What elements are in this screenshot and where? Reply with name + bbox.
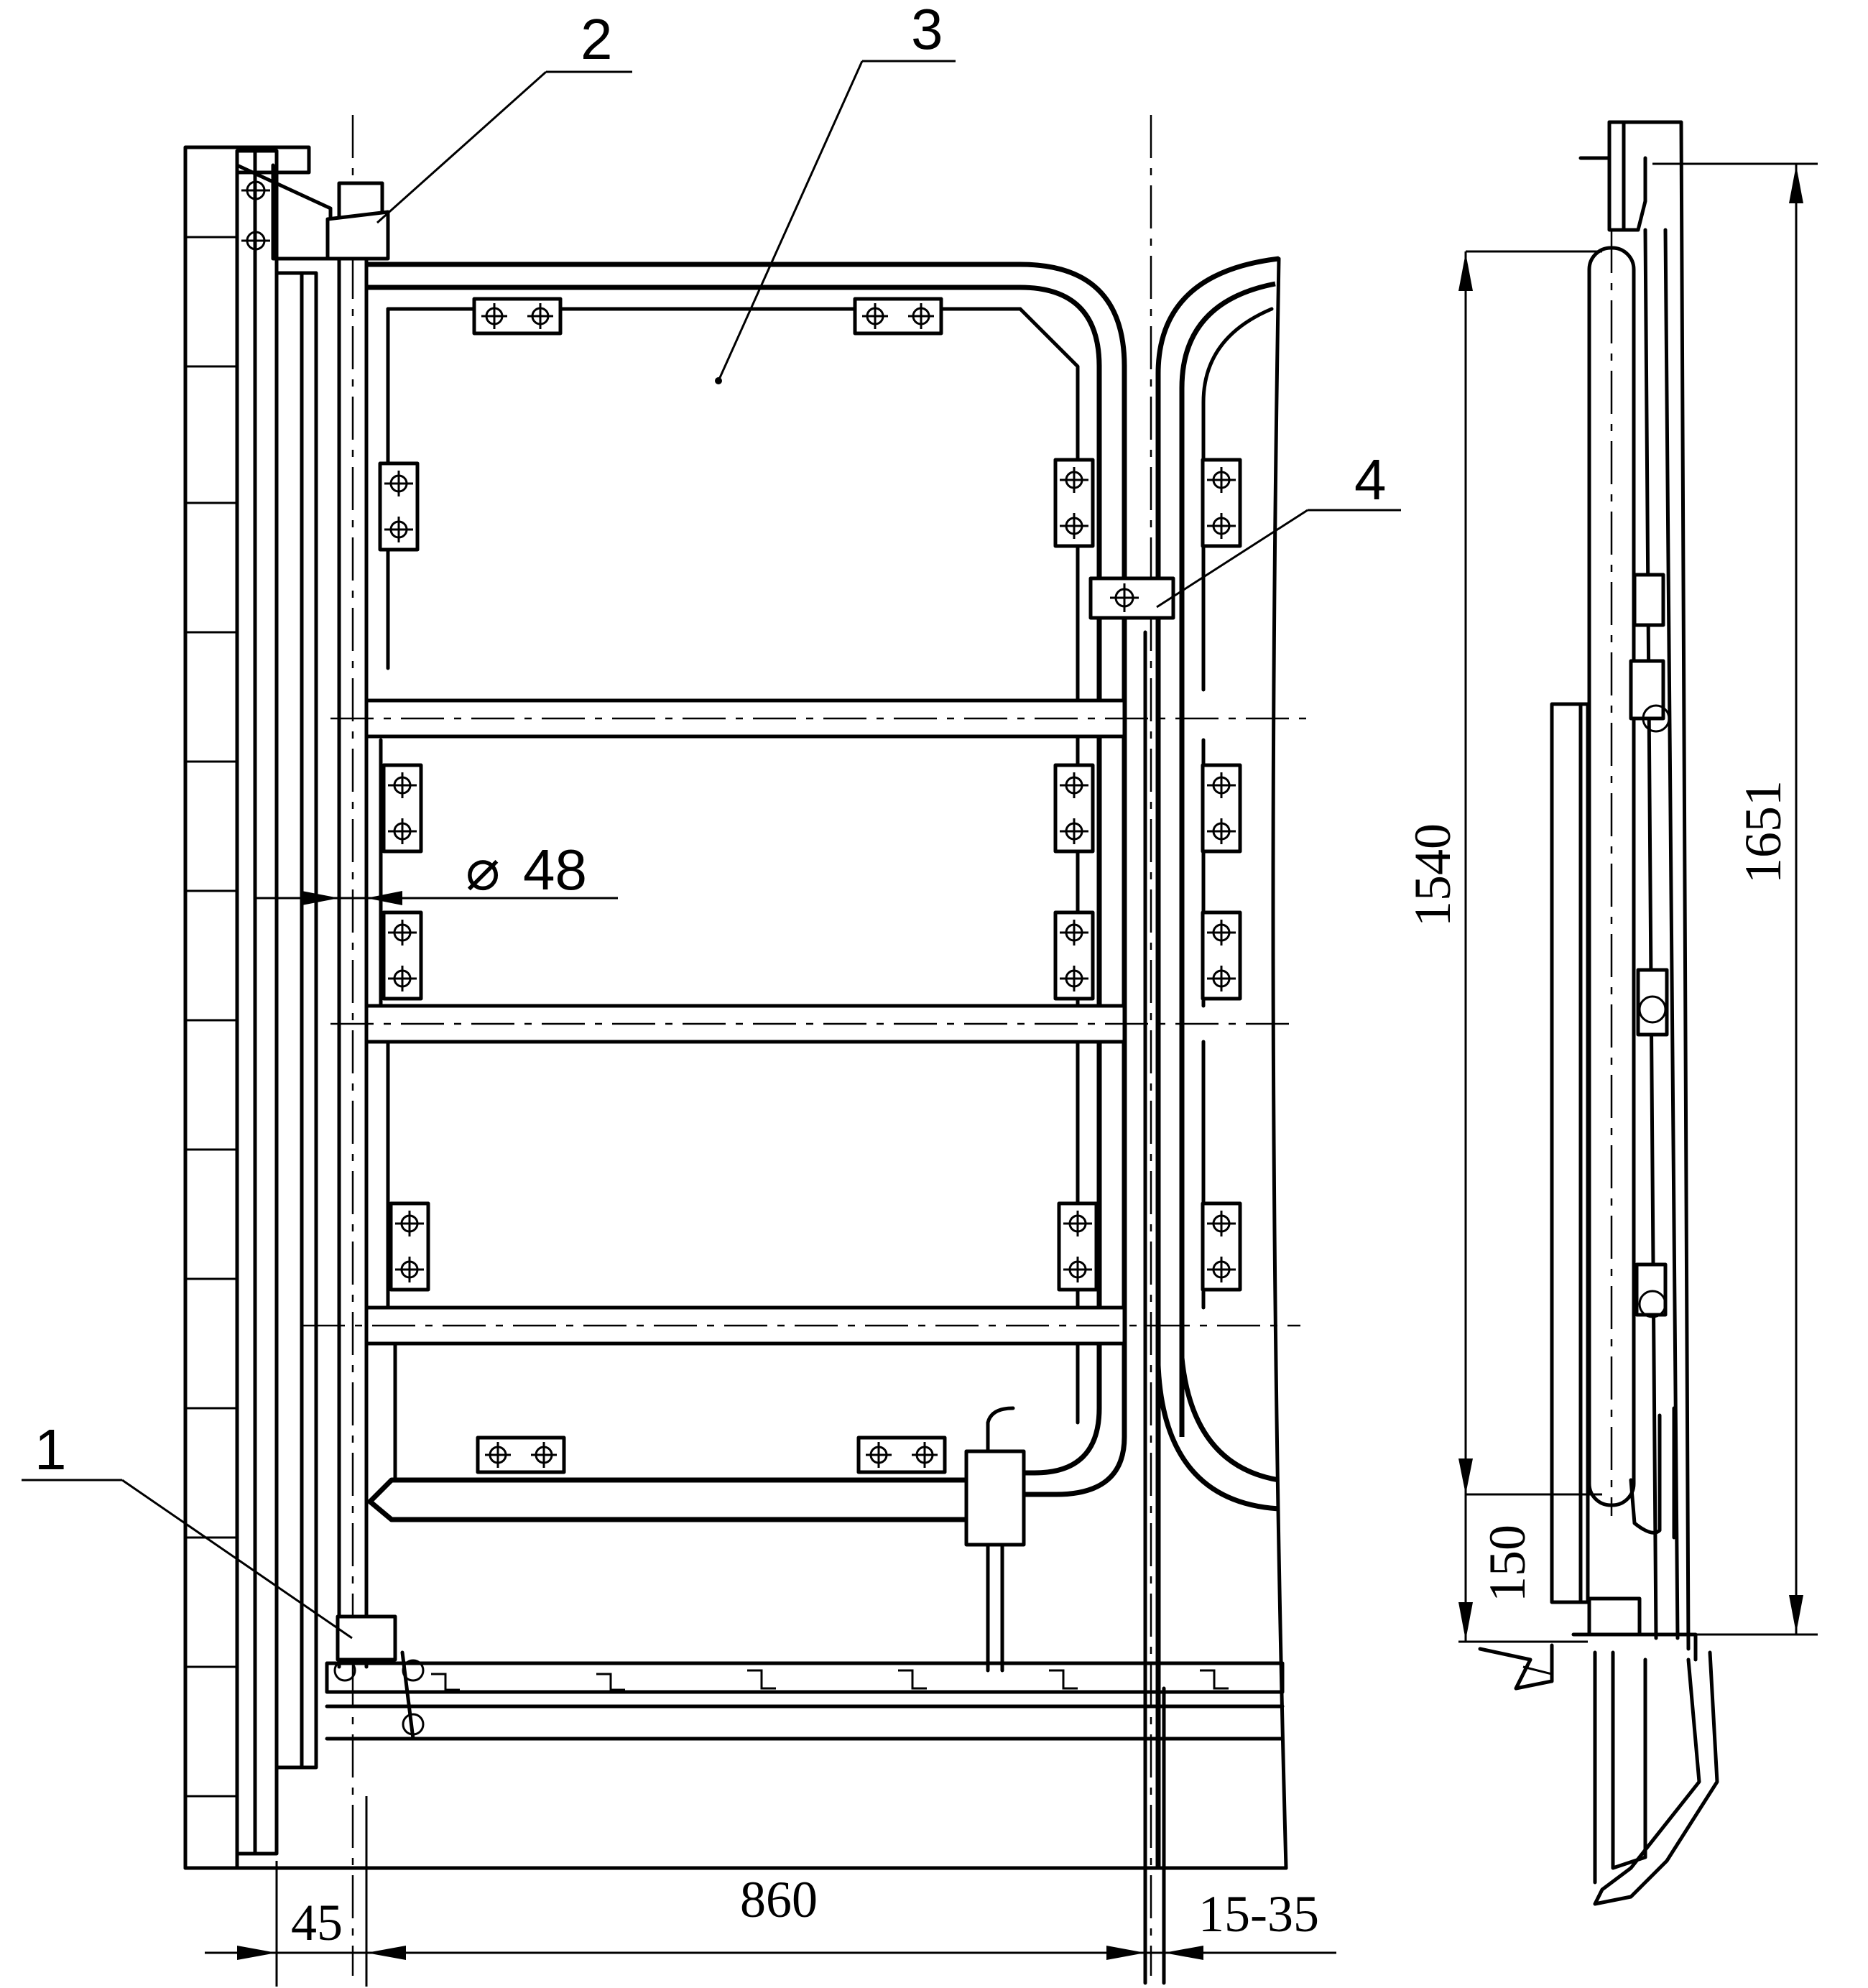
cross-tubes	[302, 698, 1315, 1522]
front-dimensions	[205, 891, 1336, 1987]
door-latch	[964, 1406, 1026, 1673]
dim-height-total: 1651	[1734, 780, 1792, 884]
adjacent-door	[1143, 115, 1288, 1985]
dim-pipe-diameter: 48	[523, 838, 587, 902]
diameter-symbol: ⌀	[466, 838, 500, 902]
callout-2: 2	[581, 7, 613, 71]
dim-height-bottom: 150	[1479, 1525, 1536, 1602]
dim-width-main: 860	[740, 1871, 818, 1928]
dim-height-inner: 1540	[1404, 823, 1461, 927]
dim-gap-right: 15-35	[1198, 1885, 1319, 1943]
side-view	[1458, 120, 1818, 1906]
hinge-pipe	[337, 115, 369, 1976]
side-sill	[1478, 1596, 1719, 1906]
mounting-brackets	[380, 299, 1240, 1472]
callout-4: 4	[1354, 448, 1387, 512]
front-view	[22, 60, 1401, 1987]
door-frame	[366, 262, 1127, 1497]
side-outer-panel	[1607, 120, 1691, 1651]
side-lower-frame	[1550, 702, 1590, 1604]
callout-3: 3	[911, 0, 943, 61]
top-hinge-block	[325, 181, 390, 261]
callout-leaders	[22, 60, 1401, 1640]
callout-1: 1	[34, 1418, 67, 1481]
door-link	[1088, 576, 1175, 620]
top-gusset	[235, 163, 333, 261]
guide-rail	[235, 149, 318, 1856]
dim-gap-left: 45	[291, 1894, 343, 1951]
bottom-hinge	[333, 1614, 425, 1741]
side-fittings	[1629, 573, 1676, 1540]
side-dimensions	[1458, 162, 1818, 1643]
threshold	[183, 1661, 1288, 1870]
wall-outline	[183, 145, 311, 1870]
wall-brick-lines	[185, 236, 237, 1798]
